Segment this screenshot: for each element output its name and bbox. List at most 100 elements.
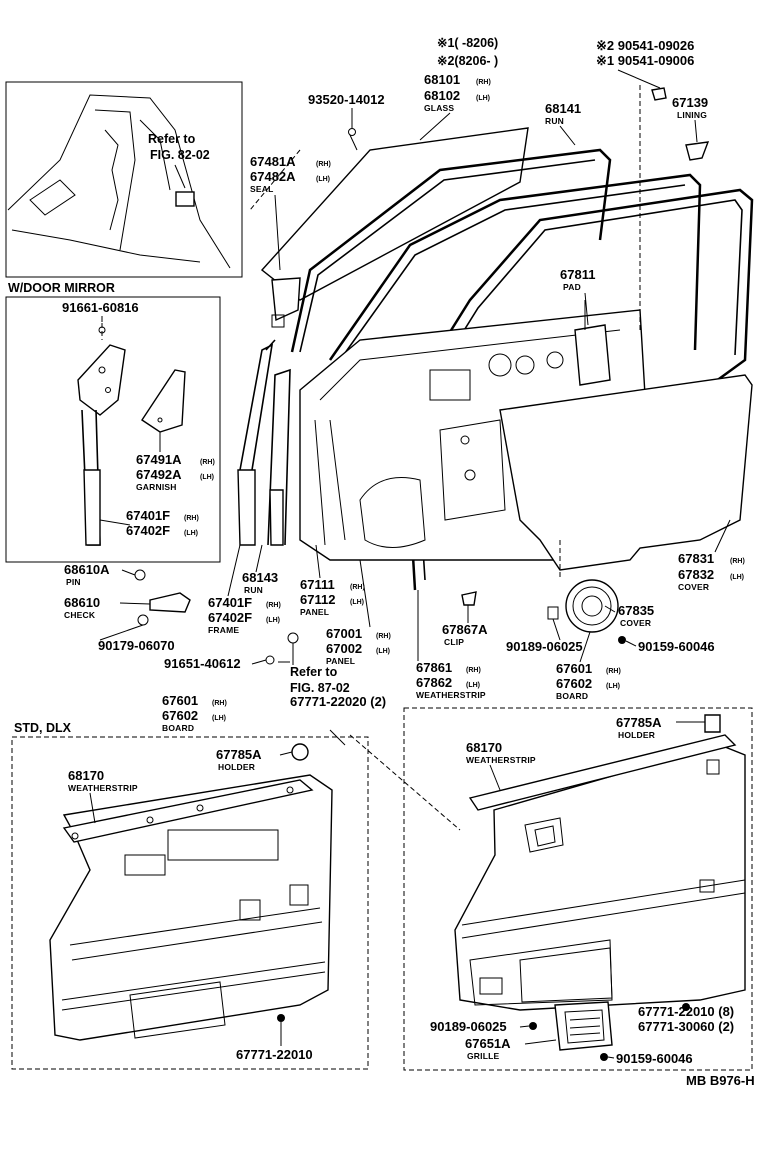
bolt-90179 [137,614,149,626]
side-lh-67492a: (LH) [200,474,214,481]
name-cover-67835: COVER [620,618,651,628]
speaker-cover [565,579,619,633]
refer-to-2: Refer to [290,665,338,679]
label-67402f-mirror: 67402F [126,523,170,538]
grille-part [554,1001,613,1051]
side-lh-67602-left: (LH) [212,715,226,722]
label-67402f: 67402F [208,610,252,625]
deluxe-door-board [454,744,746,1011]
fig-87-02: FIG. 87-02 [290,681,350,695]
label-67651a: 67651A [465,1036,511,1051]
side-rh-67001: (RH) [376,633,391,640]
label-67139: 67139 [672,95,708,110]
mirror-frame-sketch [77,323,186,546]
label-67492a: 67492A [136,467,182,482]
name-garnish: GARNISH [136,482,177,492]
glass-bolt [348,128,356,136]
label-91651-40612: 91651-40612 [164,656,241,671]
label-93520-14012: 93520-14012 [308,92,385,107]
label-90179-06070: 90179-06070 [98,638,175,653]
header-std-dlx: STD, DLX [14,721,72,735]
side-rh-67831: (RH) [730,558,745,565]
label-90159-60046-top: 90159-60046 [638,639,715,654]
label-67491a: 67491A [136,452,182,467]
check-part [149,592,191,613]
label-68170-right: 68170 [466,740,502,755]
holder-right [704,714,721,733]
figure-code: MB B976-H [686,1073,755,1088]
side-lh-67602-right: (LH) [606,683,620,690]
clip-90541 [651,87,667,101]
label-67111: 67111 [300,577,335,592]
label-67867a: 67867A [442,622,488,637]
label-68143: 68143 [242,570,278,585]
name-panel-67111: PANEL [300,607,329,617]
side-lh-67482a: (LH) [316,176,330,183]
side-lh-68102: (LH) [476,95,490,102]
side-lh-67112: (LH) [350,599,364,606]
leader-lines [89,69,731,1059]
label-68102: 68102 [424,88,460,103]
name-panel-67001: PANEL [326,656,355,666]
label-67862: 67862 [416,675,452,690]
name-board-left: BOARD [162,723,194,733]
inset-clip-part [175,191,195,207]
label-90189-06025-bottom: 90189-06025 [430,1019,507,1034]
label-90541-09026: ※2 90541-09026 [596,38,694,53]
name-seal: SEAL [250,184,273,194]
lining-part [685,141,710,161]
name-weatherstrip-67861: WEATHERSTRIP [416,690,486,700]
door-glass [260,127,529,301]
label-90189-06025-top: 90189-06025 [506,639,583,654]
label-67831: 67831 [678,551,714,566]
name-holder-right: HOLDER [618,730,655,740]
side-rh-68101: (RH) [476,79,491,86]
name-pad: PAD [563,282,581,292]
seal-part [271,277,301,322]
label-67811: 67811 [560,267,595,282]
side-lh-67862: (LH) [466,682,480,689]
label-68610: 68610 [64,595,100,610]
side-rh-67481a: (RH) [316,161,331,168]
labels: ※1( -8206) ※2(8206- ) ※2 90541-09026 ※1 … [8,36,755,1088]
label-68101: 68101 [424,72,460,87]
label-68610a: 68610A [64,562,110,577]
clip-67867 [461,591,477,606]
drawing-artwork [5,81,754,1071]
side-rh-67601-right: (RH) [606,668,621,675]
name-lining: LINING [677,110,707,120]
label-67482a: 67482A [250,169,296,184]
label-67112: 67112 [300,592,335,607]
label-90159-60046-bottom: 90159-60046 [616,1051,693,1066]
side-lh-67002: (LH) [376,648,390,655]
label-67785a-right: 67785A [616,715,662,730]
label-67771-30060-2: 67771-30060 (2) [638,1019,734,1034]
serial-range-1: ※1( -8206) [437,36,498,50]
label-67002: 67002 [326,641,362,656]
refer-to-1: Refer to [148,132,196,146]
label-90541-09006: ※1 90541-09006 [596,53,694,68]
label-67771-22010: 67771-22010 [236,1047,313,1062]
label-67481a: 67481A [250,154,296,169]
label-67001: 67001 [326,626,362,641]
fig-82-02: FIG. 82-02 [150,148,210,162]
side-rh-67111: (RH) [350,584,365,591]
inset-frame-ref-82-02 [5,81,243,278]
name-run-68143: RUN [244,585,263,595]
name-check: CHECK [64,610,96,620]
label-67832: 67832 [678,567,714,582]
pin-part [134,569,146,581]
side-rh-67401f-mirror: (RH) [184,515,199,522]
side-lh-67832: (LH) [730,574,744,581]
label-67771-22010-8: 67771-22010 (8) [638,1004,734,1019]
inset-frame-door-mirror [5,296,221,563]
name-clip: CLIP [444,637,464,647]
label-67401f: 67401F [208,595,252,610]
bolt-91651 [265,655,275,665]
std-dlx-frame [11,736,369,1070]
name-weatherstrip-right: WEATHERSTRIP [466,755,536,765]
name-cover-67831: COVER [678,582,709,592]
name-pin: PIN [66,577,81,587]
